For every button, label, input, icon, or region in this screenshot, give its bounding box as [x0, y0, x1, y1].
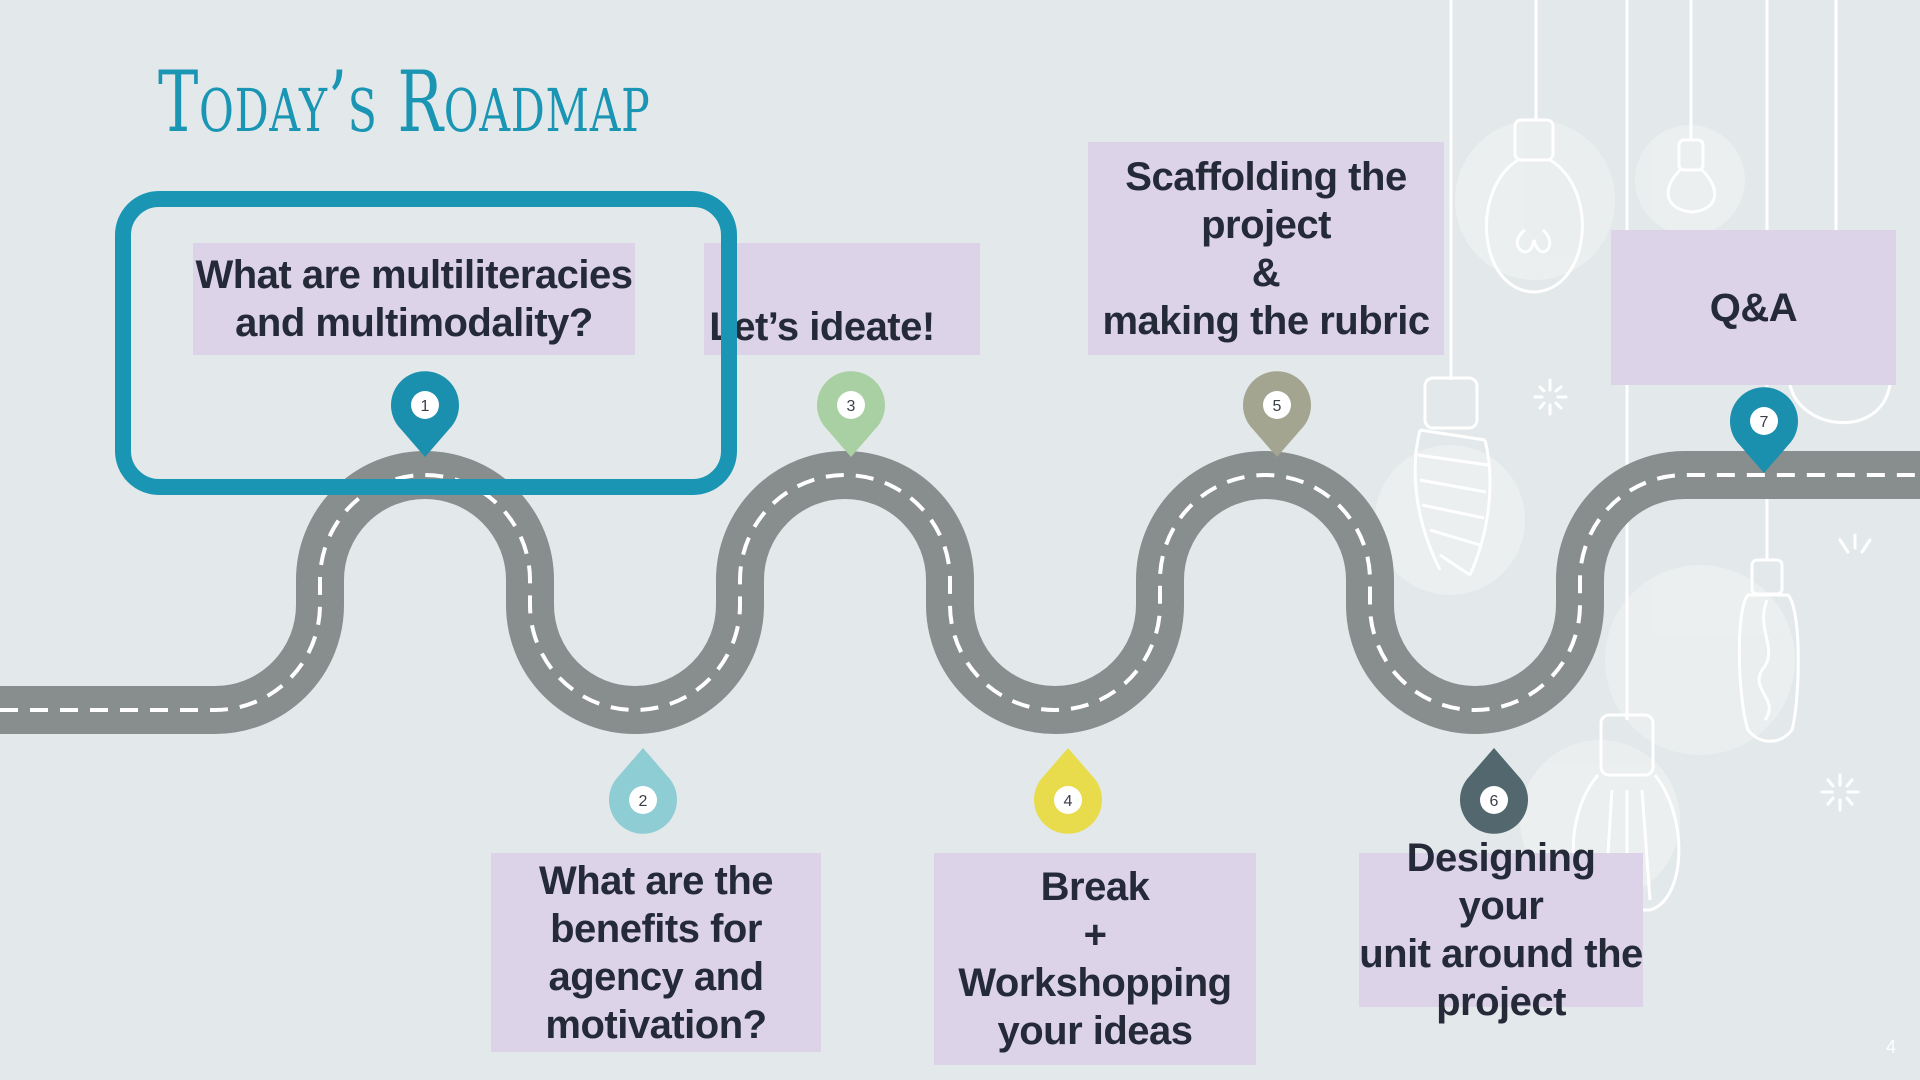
map-pin-icon: 5 — [1243, 371, 1311, 457]
roadmap-item-4-card: Break + Workshopping your ideas — [934, 853, 1256, 1065]
roadmap-item-5-text: Scaffolding the project & making the rub… — [1102, 154, 1430, 343]
pin-center — [629, 786, 657, 814]
sparkle-icon — [1838, 533, 1872, 554]
roadmap-item-1-card: What are multiliteracies and multimodali… — [193, 243, 635, 355]
lightbulb-icon — [1485, 118, 1584, 294]
map-pin-icon: 7 — [1730, 387, 1798, 473]
pin-number-5: 5 — [1273, 398, 1282, 415]
pin-center — [1750, 407, 1778, 435]
pin-center — [1263, 391, 1291, 419]
roadmap-item-3-card: Let’s ideate! — [704, 243, 980, 355]
pin-center — [1480, 786, 1508, 814]
pin-number-1: 1 — [421, 398, 430, 415]
pin-number-4: 4 — [1064, 793, 1073, 810]
roadmap-item-1-text: What are multiliteracies and multimodali… — [195, 253, 633, 345]
roadmap-item-3-text: Let’s ideate! — [709, 305, 935, 349]
pin-number-2: 2 — [639, 793, 648, 810]
sparkle-icon — [1820, 773, 1860, 812]
pin-number-6: 6 — [1490, 793, 1499, 810]
page-title: Today’s Roadmap — [158, 53, 651, 151]
roadmap-pins: 1 2 3 4 5 6 7 — [391, 371, 1798, 834]
roadmap-item-2-card: What are the benefits for agency and mot… — [491, 853, 821, 1052]
roadmap-item-7-text: Q&A — [1709, 285, 1798, 330]
lightbulb-icon — [1666, 138, 1717, 214]
lightbulb-icon — [1788, 384, 1892, 424]
map-pin-icon: 3 — [817, 371, 885, 457]
map-pin-icon: 1 — [391, 371, 459, 457]
lightbulb-icon — [1413, 376, 1492, 577]
pin-center — [1054, 786, 1082, 814]
roadmap-item-7-card: Q&A — [1611, 230, 1896, 385]
map-pin-icon: 2 — [609, 748, 677, 834]
roadmap-item-4-text: Break + Workshopping your ideas — [958, 865, 1232, 1053]
pin-number-3: 3 — [847, 398, 856, 415]
sparkle-icon — [1533, 378, 1568, 416]
map-pin-icon: 4 — [1033, 748, 1102, 834]
roadmap-item-5-card: Scaffolding the project & making the rub… — [1088, 142, 1444, 355]
roadmap-item-6-card: Designing your unit around the project — [1359, 836, 1643, 1024]
pin-center — [837, 391, 865, 419]
roadmap-item-6-text: Designing your unit around the project — [1359, 836, 1643, 1024]
lightbulb-icon — [1737, 558, 1800, 743]
pin-number-7: 7 — [1760, 414, 1769, 431]
current-item-highlight — [115, 191, 737, 495]
page-number: 4 — [1885, 1037, 1896, 1057]
pin-center — [411, 391, 439, 419]
roadmap-item-2-text: What are the benefits for agency and mot… — [538, 858, 774, 1047]
map-pin-icon: 6 — [1460, 748, 1528, 834]
